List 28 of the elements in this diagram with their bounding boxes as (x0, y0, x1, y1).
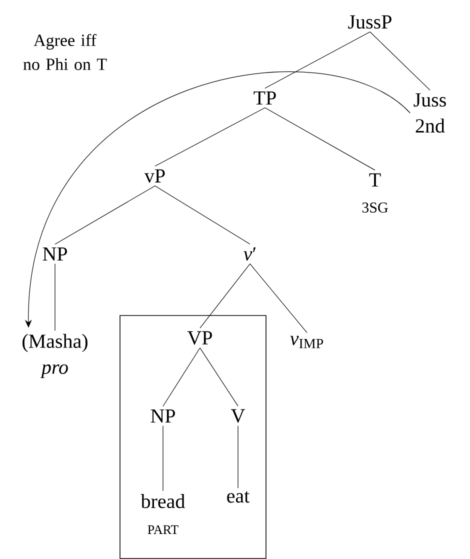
branch-line (200, 348, 238, 406)
branch-line (54, 263, 56, 332)
node-label: NP (150, 409, 175, 423)
branch-line (162, 425, 164, 492)
node-label: NP (42, 247, 67, 261)
node-label: v′ (244, 247, 256, 261)
branch-line (264, 107, 376, 170)
node-label: JussP (348, 15, 392, 29)
node-label: T 3SG (362, 173, 388, 213)
node-label: bread PART (140, 494, 185, 534)
branch-line (250, 264, 308, 333)
node-label: eat (227, 491, 250, 503)
branch-line (154, 186, 250, 244)
branch-line (154, 107, 266, 166)
node-label: (Masha) pro (22, 334, 88, 378)
branch-line (54, 186, 156, 245)
node-label: v$_{IMP}$ (290, 336, 324, 348)
node-label: VP (187, 331, 212, 345)
branch-line (264, 32, 370, 89)
box-outline (120, 315, 266, 559)
branch-line (162, 348, 200, 407)
node-label: TP (254, 91, 276, 105)
node-label: Juss 2nd (414, 93, 446, 133)
branch-line (200, 264, 250, 328)
edge-label: Agree iff no Phi on T (23, 34, 107, 70)
node-label: vP (144, 169, 165, 183)
branch-line (370, 32, 430, 90)
node-label: V (231, 409, 245, 423)
